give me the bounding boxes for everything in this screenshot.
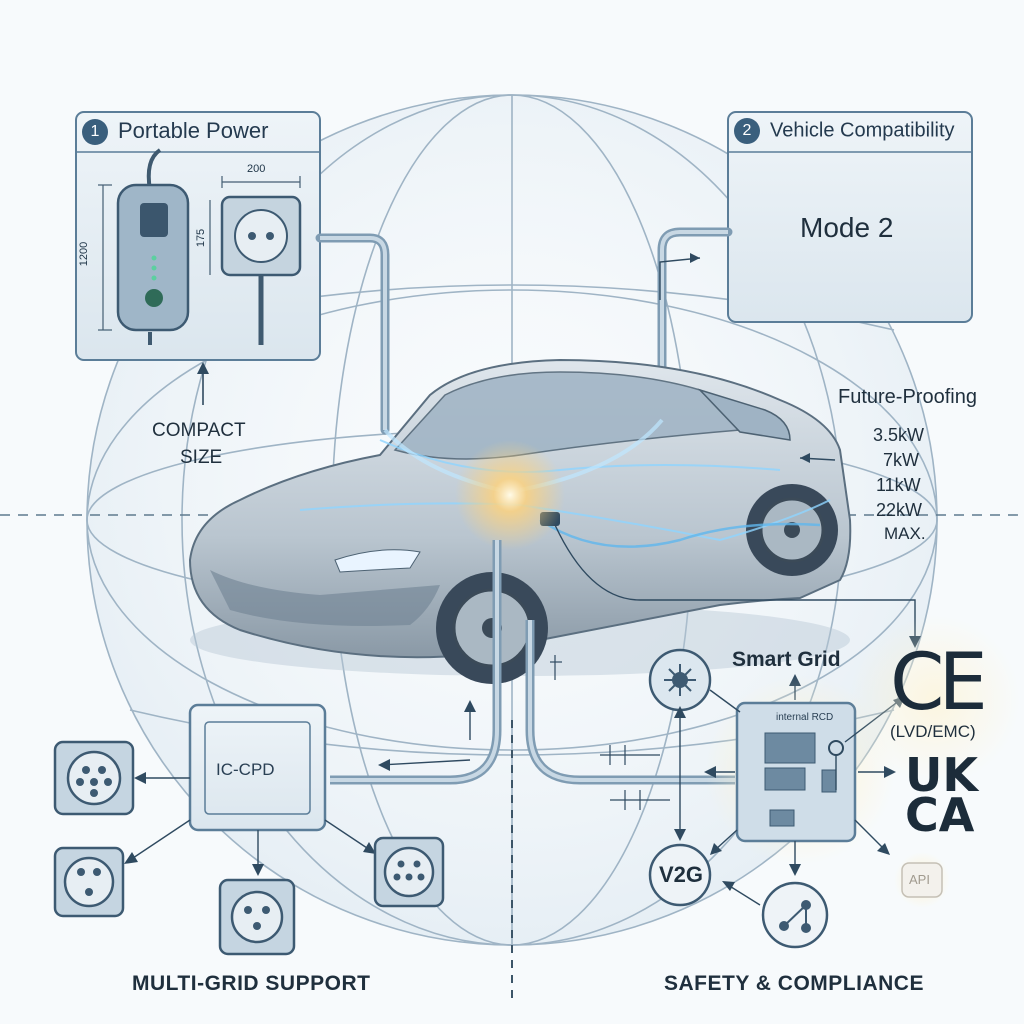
future-proofing-title: Future-Proofing [838, 386, 977, 408]
charge-glow [455, 440, 565, 550]
rating-22kw: 22kW [876, 500, 923, 520]
multi-grid-support-heading: MULTI-GRID SUPPORT [132, 972, 371, 995]
ce-mark: CE [890, 638, 988, 728]
dimension-height: 1200 [78, 241, 91, 267]
internal-rcd-label: internal RCD [776, 712, 834, 723]
vehicle-compatibility-panel [727, 111, 973, 323]
ccs-connector-icon [373, 836, 445, 908]
safety-compliance-heading: SAFETY & COMPLIANCE [664, 972, 924, 995]
portable-power-title: 1 Portable Power [82, 118, 269, 146]
compact-size-line1: COMPACT [152, 420, 246, 441]
type1-connector-icon [53, 846, 125, 918]
portable-power-label: Portable Power [118, 118, 269, 143]
smart-grid-label: Smart Grid [732, 648, 841, 671]
rating-max: MAX. [884, 524, 926, 543]
v2g-network-icon [761, 881, 829, 949]
dimension-width: 200 [247, 163, 266, 175]
v2g-circle [648, 843, 712, 907]
schuko-socket-icon [220, 195, 302, 345]
rating-11kw: 11kW [876, 475, 921, 495]
vehicle-compatibility-title: 2 Vehicle Compatibility [734, 118, 955, 144]
grid-network-icon [648, 648, 712, 712]
evse-charger-icon [116, 148, 190, 345]
mode-label: Mode 2 [800, 212, 894, 243]
panel-2-number: 2 [734, 118, 760, 144]
api-label: API [909, 872, 930, 887]
compact-size-line2: SIZE [180, 447, 223, 468]
cee-connector-icon [218, 878, 296, 956]
rating-3-5kw: 3.5kW [873, 425, 925, 445]
ce-note: (LVD/EMC) [890, 722, 976, 741]
ukca-line1: UK [905, 748, 978, 802]
api-badge [901, 862, 943, 898]
ukca-line2: CA [905, 788, 975, 842]
v2g-label: V2G [659, 862, 704, 887]
vehicle-compatibility-label: Vehicle Compatibility [770, 119, 955, 142]
ic-cpd-label: IC-CPD [216, 760, 275, 779]
rating-7kw: 7kW [883, 450, 919, 470]
type2-connector-icon [53, 740, 135, 816]
dimension-socket: 175 [195, 228, 208, 248]
panel-1-number: 1 [82, 119, 108, 146]
